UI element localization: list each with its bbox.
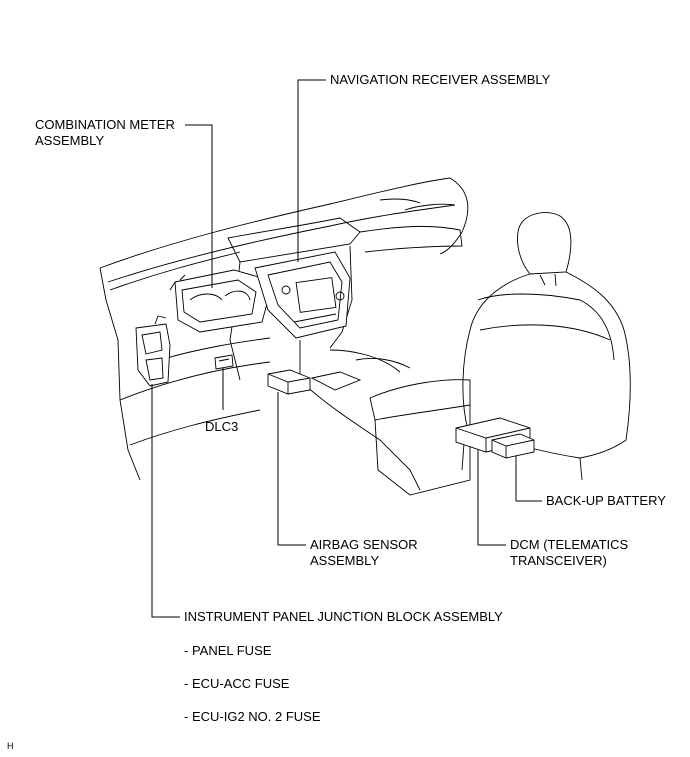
dlc3-connector xyxy=(214,354,234,370)
fuse-item: - ECU-IG2 NO. 2 FUSE xyxy=(184,709,321,724)
airbag-sensor-label-line2: ASSEMBLY xyxy=(310,553,380,568)
fuse-item: - ECU-ACC FUSE xyxy=(184,676,290,691)
navigation-receiver xyxy=(254,251,351,339)
fuse-item: - PANEL FUSE xyxy=(184,643,272,658)
corner-mark: H xyxy=(7,741,14,751)
junction-block-label: INSTRUMENT PANEL JUNCTION BLOCK ASSEMBLY xyxy=(184,609,503,624)
combination-meter-label-line1: COMBINATION METER xyxy=(35,117,175,132)
airbag-sensor-label-line1: AIRBAG SENSOR xyxy=(310,537,418,552)
dcm-label-line1: DCM (TELEMATICS xyxy=(510,537,629,552)
combination-meter-label-line2: ASSEMBLY xyxy=(35,133,105,148)
navigation-receiver-label: NAVIGATION RECEIVER ASSEMBLY xyxy=(330,72,551,87)
dcm-and-battery xyxy=(455,417,535,459)
dashboard-outline xyxy=(99,177,469,481)
back-up-battery-label: BACK-UP BATTERY xyxy=(546,493,666,508)
combination-meter xyxy=(169,269,269,333)
dlc3-label: DLC3 xyxy=(205,419,239,434)
junction-block xyxy=(135,315,171,387)
dcm-label-line2: TRANSCEIVER) xyxy=(510,553,607,568)
leader-lines xyxy=(151,79,542,618)
center-console xyxy=(299,340,471,496)
airbag-sensor xyxy=(267,369,311,395)
